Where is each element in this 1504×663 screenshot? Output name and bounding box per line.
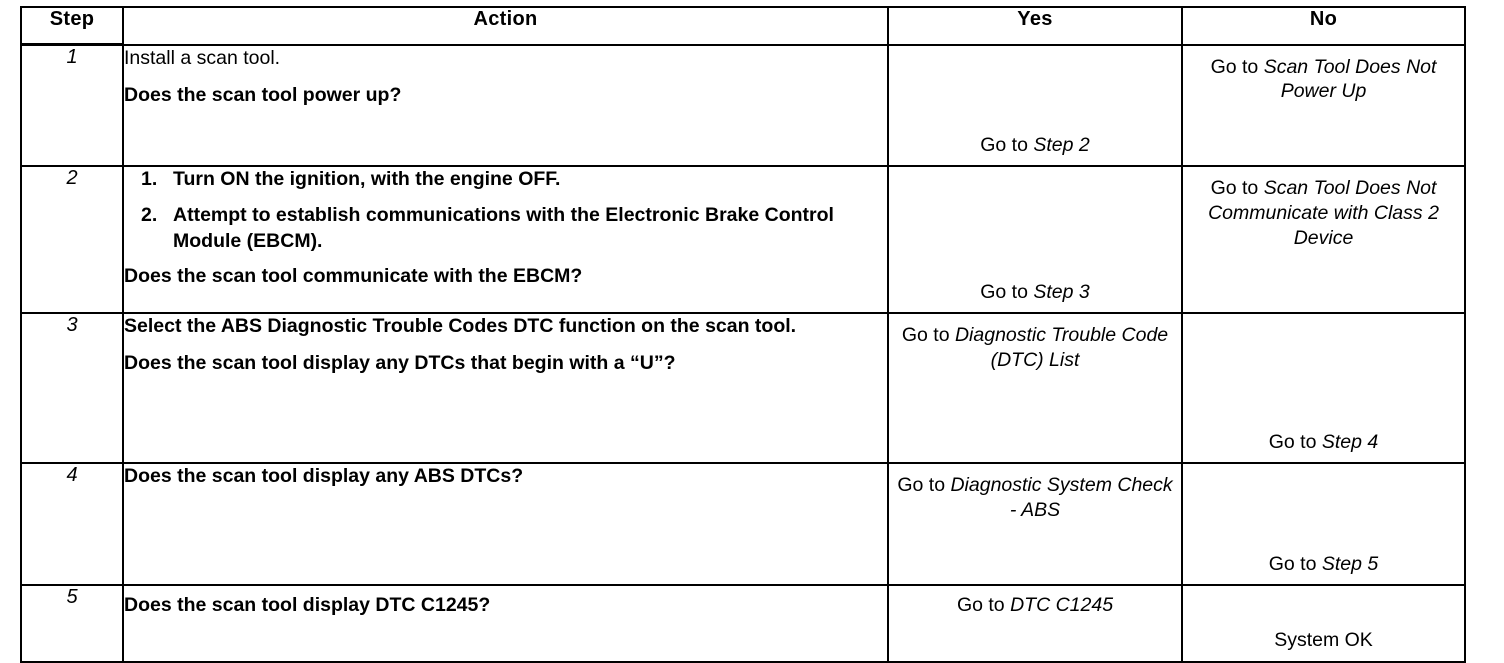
no-bottom-text: Go to Step 5 <box>1183 552 1464 577</box>
goto-reference: Scan Tool Does Not Power Up <box>1263 55 1437 103</box>
no-cell: Go to Step 5 <box>1181 462 1466 586</box>
step-number: 5 <box>20 584 124 663</box>
column-header-yes: Yes <box>887 6 1183 46</box>
no-bottom-text: Go to Step 4 <box>1183 430 1464 455</box>
no-top-text: Go to Scan Tool Does Not Communicate wit… <box>1183 167 1464 251</box>
column-header-step: Step <box>20 6 124 46</box>
step-number: 4 <box>20 462 124 586</box>
header-row: Step Action Yes No <box>20 6 1466 46</box>
no-cell: System OK <box>1181 584 1466 663</box>
yes-cell: Go to Diagnostic Trouble Code (DTC) List <box>887 312 1183 464</box>
table-row: 4 Does the scan tool display any ABS DTC… <box>20 462 1466 586</box>
yes-cell: Go to Step 3 <box>887 165 1183 314</box>
goto-reference: Diagnostic System Check - ABS <box>950 474 1173 521</box>
list-item-number: 2. <box>141 204 158 227</box>
no-top-text: Go to Scan Tool Does Not Power Up <box>1183 46 1464 105</box>
goto-prefix: Go to <box>897 474 951 496</box>
action-question: Does the scan tool communicate with the … <box>124 265 583 288</box>
goto-reference: Step 4 <box>1321 431 1379 454</box>
list-item-number: 1. <box>141 168 158 190</box>
table-row: 3 Select the ABS Diagnostic Trouble Code… <box>20 312 1466 464</box>
action-cell: Select the ABS Diagnostic Trouble Codes … <box>122 312 889 464</box>
yes-top-text: Go to Diagnostic System Check - ABS <box>889 464 1181 523</box>
goto-prefix: Go to <box>1268 431 1322 454</box>
action-line: Select the ABS Diagnostic Trouble Codes … <box>124 315 797 337</box>
table-body: 1 Install a scan tool. Does the scan too… <box>20 43 1466 663</box>
goto-reference: Step 3 <box>1033 281 1090 304</box>
goto-reference: Diagnostic Trouble Code (DTC) List <box>954 324 1169 371</box>
goto-prefix: Go to <box>1268 553 1322 576</box>
action-question: Does the scan tool display any ABS DTCs? <box>124 465 524 487</box>
yes-top-text: Go to DTC C1245 <box>889 586 1181 618</box>
list-item: 1. Turn ON the ignition, with the engine… <box>124 167 887 192</box>
yes-cell: Go to Step 2 <box>887 43 1183 167</box>
no-cell: Go to Scan Tool Does Not Power Up <box>1181 43 1466 167</box>
step-number: 2 <box>20 165 124 314</box>
action-question: Does the scan tool display DTC C1245? <box>124 594 491 616</box>
goto-prefix: Go to <box>901 324 955 346</box>
action-ordered-list: 1. Turn ON the ignition, with the engine… <box>124 167 887 254</box>
yes-bottom-text: Go to Step 2 <box>889 133 1181 158</box>
list-item: 2. Attempt to establish communications w… <box>124 203 887 254</box>
action-cell: 1. Turn ON the ignition, with the engine… <box>122 165 889 314</box>
step-number: 1 <box>20 43 124 167</box>
goto-reference: Step 5 <box>1321 553 1379 576</box>
action-cell: Does the scan tool display any ABS DTCs? <box>122 462 889 586</box>
yes-top-text <box>889 167 1181 176</box>
list-item-text: Turn ON the ignition, with the engine OF… <box>173 168 561 190</box>
yes-top-text <box>889 46 1181 55</box>
no-top-text <box>1183 464 1464 473</box>
action-line: Install a scan tool. <box>124 46 281 69</box>
list-item-text: Attempt to establish communications with… <box>173 204 834 252</box>
table-header: Step Action Yes No <box>20 6 1466 46</box>
action-cell: Does the scan tool display DTC C1245? <box>122 584 889 663</box>
table-row: 2 1. Turn ON the ignition, with the engi… <box>20 165 1466 314</box>
no-top-text <box>1183 586 1464 593</box>
goto-prefix: Go to <box>980 134 1034 157</box>
action-question: Does the scan tool power up? <box>124 83 402 106</box>
no-cell: Go to Step 4 <box>1181 312 1466 464</box>
action-cell: Install a scan tool. Does the scan tool … <box>122 43 889 167</box>
yes-bottom-text: Go to Step 3 <box>889 280 1181 305</box>
goto-prefix: Go to <box>956 594 1011 616</box>
step-number: 3 <box>20 312 124 464</box>
goto-prefix: Go to <box>1210 55 1264 78</box>
yes-cell: Go to DTC C1245 <box>887 584 1183 663</box>
goto-prefix: Go to <box>980 281 1034 304</box>
goto-prefix: Go to <box>1210 177 1264 199</box>
no-top-text <box>1183 314 1464 323</box>
no-bottom-text: System OK <box>1274 629 1373 652</box>
diagnostic-procedure-table: Step Action Yes No 1 Install a scan tool… <box>20 6 1466 663</box>
column-header-no: No <box>1181 6 1466 46</box>
goto-reference: Scan Tool Does Not Communicate with Clas… <box>1208 177 1439 249</box>
no-cell: Go to Scan Tool Does Not Communicate wit… <box>1181 165 1466 314</box>
goto-reference: DTC C1245 <box>1010 594 1114 616</box>
action-question: Does the scan tool display any DTCs that… <box>124 352 676 375</box>
goto-reference: Step 2 <box>1033 134 1090 157</box>
yes-cell: Go to Diagnostic System Check - ABS <box>887 462 1183 586</box>
table-row: 5 Does the scan tool display DTC C1245? … <box>20 584 1466 663</box>
column-header-action: Action <box>122 6 889 46</box>
table-row: 1 Install a scan tool. Does the scan too… <box>20 43 1466 167</box>
yes-top-text: Go to Diagnostic Trouble Code (DTC) List <box>889 314 1181 373</box>
